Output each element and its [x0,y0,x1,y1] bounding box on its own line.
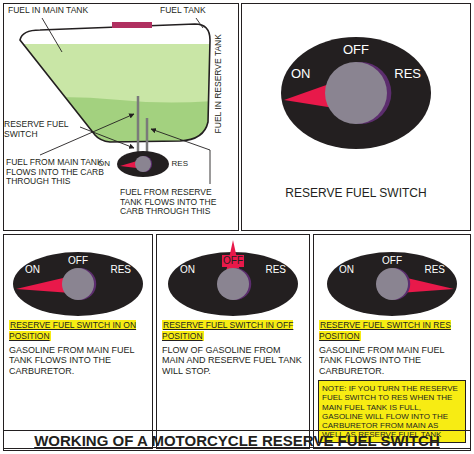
switch-body [117,151,169,177]
note-text: NOTE: IF YOU TURN THE RESERVE FUEL SWITC… [322,384,462,439]
title-band: WORKING OF A MOTORCYCLE RESERVE FUEL SWI… [3,430,471,451]
switch-label: RES [424,264,445,276]
callout-label: RESERVE FUEL SWITCH [4,120,82,139]
switch-knob [376,268,408,300]
reserve-fuel [0,97,240,160]
position-heading: RESERVE FUEL SWITCH IN ON POSITION [9,320,136,341]
panel-box: FUEL IN MAIN TANK FUEL TANK FUEL IN RESERV… [3,3,239,231]
switch-body [168,252,298,316]
switch-dial: OFF ON RES [168,248,298,316]
panel-box: OFFONRESRESERVE FUEL SWITCH IN ON POSITI… [3,234,153,449]
switch-label: RES [172,159,188,168]
panel-box: RESERVE FUEL SWITCH OFF ON RES [241,3,471,231]
callout-label: FUEL IN RESERVE TANK [214,34,224,133]
switch-body [281,37,431,149]
switch-label: ON [25,264,40,276]
switch-label: OFF [222,255,244,267]
switch-knob [62,268,94,300]
switch-dial: ON RES [98,150,188,178]
switch-label: RES [394,67,421,82]
callout-label: FUEL IN MAIN TANK [8,6,88,16]
description: GASOLINE FROM MAIN FUEL TANK FLOWS INTO … [319,345,465,376]
switch-label: RES [110,264,131,276]
switch-knob [217,268,249,300]
description: FLOW OF GASOLINE FROM MAIN AND RESERVE F… [162,345,304,376]
leader-line [196,18,203,28]
diagram-title: WORKING OF A MOTORCYCLE RESERVE FUEL SWI… [3,430,471,451]
switch-label: ON [98,159,110,168]
leader-line [42,18,62,52]
caption: RESERVE FUEL SWITCH [241,187,471,200]
main-pipe [137,96,140,156]
heading-wrap: RESERVE FUEL SWITCH IN ON POSITION [9,320,147,342]
switch-label: ON [180,264,195,276]
switch-dial: OFFONRES [13,248,143,316]
switch-body [327,252,457,316]
panel-box: OFFONRESRESERVE FUEL SWITCH IN RES POSIT… [313,234,471,449]
callout-label: FUEL TANK [160,6,206,16]
callout-label: FUEL FROM RESERVE TANK FLOWS INTO THE CA… [120,188,234,217]
switch-label: ON [339,264,354,276]
switch-dial: OFFONRES [327,248,457,316]
switch-dial: OFF ON RES [281,31,431,155]
switch-label: OFF [281,43,431,58]
switch-label: ON [291,67,311,82]
switch-label: RES [265,264,286,276]
heading-wrap: RESERVE FUEL SWITCH IN RES POSITION [319,320,465,342]
reserve-pipe [146,118,149,156]
position-heading: RESERVE FUEL SWITCH IN RES POSITION [319,320,451,341]
description: GASOLINE FROM MAIN FUEL TANK FLOWS INTO … [9,345,147,376]
switch-knob [135,156,151,172]
position-heading: RESERVE FUEL SWITCH IN OFF POSITION [162,320,293,341]
heading-wrap: RESERVE FUEL SWITCH IN OFF POSITION [162,320,304,342]
fuel-cap [112,22,152,28]
panel-box: OFF ON RES RESERVE FUEL SWITCH IN OFF POSIT… [156,234,310,449]
leader-arrow [80,127,134,148]
switch-knob [325,62,387,124]
switch-body [13,252,143,316]
